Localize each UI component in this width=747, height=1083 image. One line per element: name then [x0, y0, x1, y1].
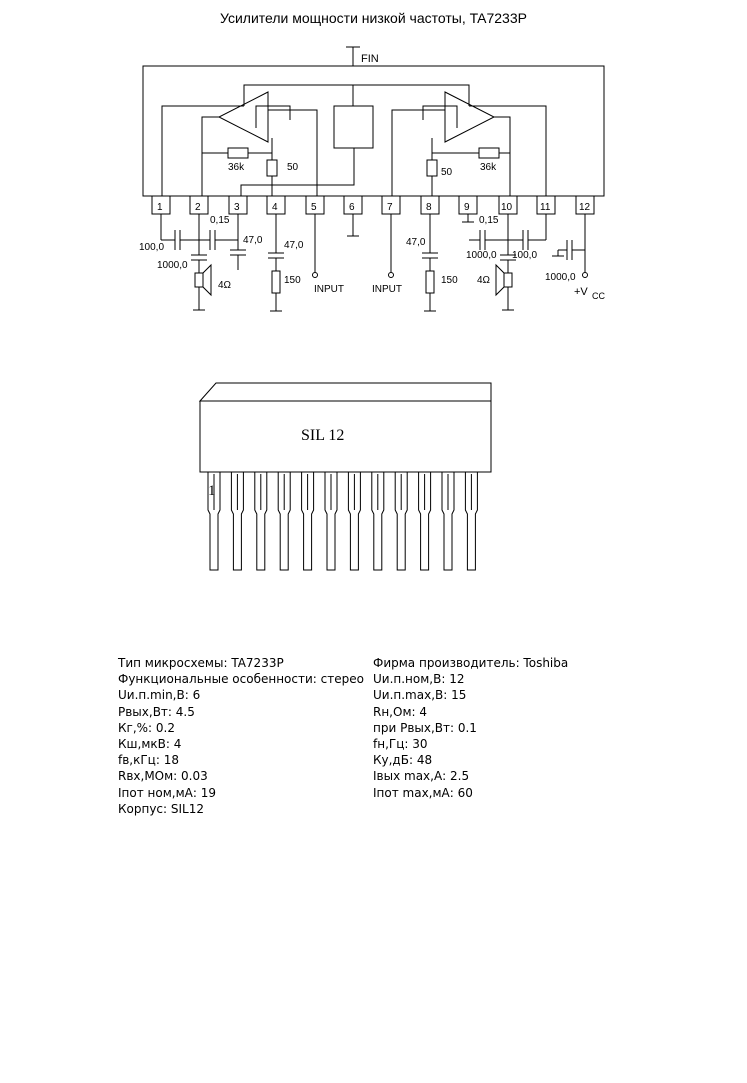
vcc-subscript: CC — [592, 291, 605, 301]
spec-line: Uи.п.ном,В: 12 — [373, 672, 465, 687]
cap-1000-left: 1000,0 — [157, 260, 188, 271]
package-label: SIL 12 — [301, 427, 344, 444]
pin-boxes — [151, 195, 595, 215]
pin-label-9: 9 — [464, 202, 470, 213]
page-title: Усилители мощности низкой частоты, TA723… — [220, 10, 527, 26]
spec-line: Rвх,МОм: 0.03 — [118, 769, 208, 784]
cap-0-15-left: 0,15 — [210, 215, 230, 226]
specs-left-column: Тип микросхемы: TA7233P Функциональные ос… — [118, 655, 364, 817]
pin-label-11: 11 — [540, 202, 551, 213]
cap-100-right: 100,0 — [512, 250, 537, 261]
cap-1000-vcc: 1000,0 — [545, 272, 576, 283]
package-pin — [207, 472, 221, 571]
input-right-label: INPUT — [372, 284, 402, 295]
spec-line: при Рвых,Вт: 0.1 — [373, 720, 477, 735]
res-150-left: 150 — [284, 275, 301, 286]
pin-label-4: 4 — [272, 202, 278, 213]
resistor-50-right: 50 — [441, 167, 453, 178]
spec-line: Корпус: SIL12 — [118, 801, 204, 816]
resistor-36k-left: 36k — [228, 162, 245, 173]
spec-line: Rн,Ом: 4 — [373, 704, 427, 719]
package-pin — [301, 472, 315, 571]
res-150-right: 150 — [441, 275, 458, 286]
spec-line: fн,Гц: 30 — [373, 736, 428, 751]
spec-line: fв,кГц: 18 — [118, 753, 179, 768]
package-pin — [230, 472, 244, 571]
spec-line: Кг,%: 0.2 — [118, 720, 175, 735]
pin-label-1: 1 — [157, 202, 163, 213]
package-pin — [277, 472, 291, 571]
package-pin — [371, 472, 385, 571]
spec-line: Uи.п.min,В: 6 — [118, 688, 201, 703]
spec-line: Рвых,Вт: 4.5 — [118, 704, 195, 719]
package-pin — [347, 472, 361, 571]
pin-label-12: 12 — [579, 202, 591, 213]
package-pin — [394, 472, 408, 571]
spec-line: Кш,мкВ: 4 — [118, 736, 182, 751]
spec-line: Uи.п.max,В: 15 — [373, 688, 467, 703]
package-pin — [418, 472, 432, 571]
ic-body — [142, 65, 605, 197]
spec-line: Ку,дБ: 48 — [373, 753, 433, 768]
resistor-36k-right: 36k — [480, 162, 497, 173]
speaker-left — [194, 272, 204, 288]
vcc-label: +V — [574, 286, 588, 298]
speaker-right-label: 4Ω — [477, 275, 491, 286]
input-left-label: INPUT — [314, 284, 344, 295]
pin-label-2: 2 — [195, 202, 201, 213]
speaker-left-label: 4Ω — [218, 280, 232, 291]
spec-line: Iпот max,мА: 60 — [373, 785, 473, 800]
package-top — [198, 382, 492, 402]
package-pin — [254, 472, 268, 571]
cap-47-pin3: 47,0 — [243, 235, 263, 246]
cap-47-pin8: 47,0 — [406, 237, 426, 248]
package-pin — [441, 472, 455, 571]
cap-0-15-right: 0,15 — [479, 215, 499, 226]
pin-label-6: 6 — [349, 202, 355, 213]
package-pin — [464, 472, 478, 571]
cap-100-left: 100,0 — [139, 242, 164, 253]
cap-47-pin4: 47,0 — [284, 240, 304, 251]
package-pins — [207, 472, 478, 571]
pin-label-8: 8 — [426, 202, 432, 213]
pin-label-3: 3 — [234, 202, 240, 213]
resistor-50-left: 50 — [287, 162, 299, 173]
package-body — [199, 400, 492, 473]
package-pin — [324, 472, 338, 571]
pin-label-7: 7 — [387, 202, 393, 213]
spec-line: Фирма производитель: Toshiba — [373, 656, 569, 670]
spec-line: Тип микросхемы: TA7233P — [118, 656, 284, 670]
speaker-right — [503, 272, 513, 288]
bias-block — [333, 105, 374, 149]
package-pin1-label: 1 — [208, 483, 216, 499]
cap-1000-right: 1000,0 — [466, 250, 497, 261]
pin-label-5: 5 — [311, 202, 317, 213]
fin-label: FIN — [361, 53, 379, 65]
spec-line: Функциональные особенности: стерео — [118, 672, 364, 687]
pin-label-10: 10 — [501, 202, 513, 213]
spec-line: Iвых max,А: 2.5 — [373, 769, 470, 784]
spec-line: Iпот ном,мА: 19 — [118, 785, 216, 800]
